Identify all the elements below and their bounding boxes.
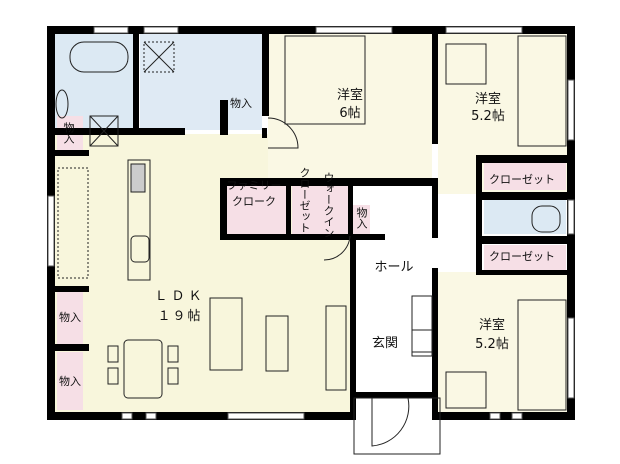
kitchen-counter <box>127 159 151 281</box>
porch <box>353 397 441 455</box>
sink <box>130 235 150 263</box>
door-swing-entrance <box>371 397 410 447</box>
bedroom-6-name: 洋室 <box>336 88 364 103</box>
storage-hall-label: 物入 <box>355 207 368 229</box>
bed-top <box>517 35 567 147</box>
walk-in-floor <box>292 186 348 236</box>
family-cloak-floor <box>226 186 286 236</box>
closet-bottom-label: クローゼット <box>489 250 555 263</box>
storage-hall-floor <box>350 205 370 236</box>
walk-in-line1: ウォークイン <box>322 172 335 238</box>
shoe-box <box>411 295 433 357</box>
bed-6 <box>284 35 366 125</box>
bedroom-52-top-name: 洋室 <box>474 92 502 107</box>
entrance-label: 玄関 <box>371 336 399 351</box>
closet-bottom-floor <box>484 245 566 270</box>
ldk-size: １９帖 <box>157 309 203 324</box>
bedroom-52-bottom-floor <box>438 272 573 412</box>
storage-left1-label: 物入 <box>59 311 81 324</box>
bedroom-6-size: 6帖 <box>339 106 361 121</box>
storage-left3-floor <box>57 352 83 410</box>
storage-kitchen-label: 物入 <box>62 122 75 144</box>
windows <box>47 26 575 420</box>
walk-in-line2: クローゼット <box>298 167 311 233</box>
bedroom-52-top-size: 5.2帖 <box>471 109 505 124</box>
bedroom-6-floor <box>268 34 432 180</box>
sofa <box>209 297 243 371</box>
toilet <box>531 205 561 233</box>
toilet-floor <box>484 200 566 234</box>
coffee-table <box>265 315 289 372</box>
bed-bottom <box>517 299 567 411</box>
closet-top-floor <box>484 163 566 190</box>
desk-top <box>445 43 487 85</box>
storage-utility-label: 物入 <box>230 97 252 110</box>
utility-floor <box>140 34 262 130</box>
ldk-name: ＬＤＫ <box>154 289 206 304</box>
closet-top-label: クローゼット <box>489 173 555 186</box>
stove <box>130 163 146 193</box>
dining-table <box>123 339 163 399</box>
pantry <box>57 167 89 279</box>
door-swing-6 <box>267 117 299 149</box>
door-swing-hall <box>323 235 351 261</box>
desk-bottom <box>445 371 487 409</box>
bath-floor <box>55 34 135 130</box>
hall-label: ホール <box>374 260 414 275</box>
washer <box>143 41 175 73</box>
family-cloak-line1: ファミリー <box>226 179 282 192</box>
bedroom-52-bottom-name: 洋室 <box>478 318 506 333</box>
family-cloak-line2: クローク <box>232 195 276 208</box>
storage-left2-label: 物入 <box>59 375 81 388</box>
storage-left2-floor <box>57 292 83 344</box>
shoe-cabinet <box>411 329 433 353</box>
washbasin <box>55 89 69 119</box>
bathtub <box>69 41 129 73</box>
fridge <box>89 115 119 147</box>
tv-board <box>325 305 347 391</box>
fixtures <box>55 35 567 455</box>
bedroom-52-bottom-size: 5.2帖 <box>475 337 509 352</box>
